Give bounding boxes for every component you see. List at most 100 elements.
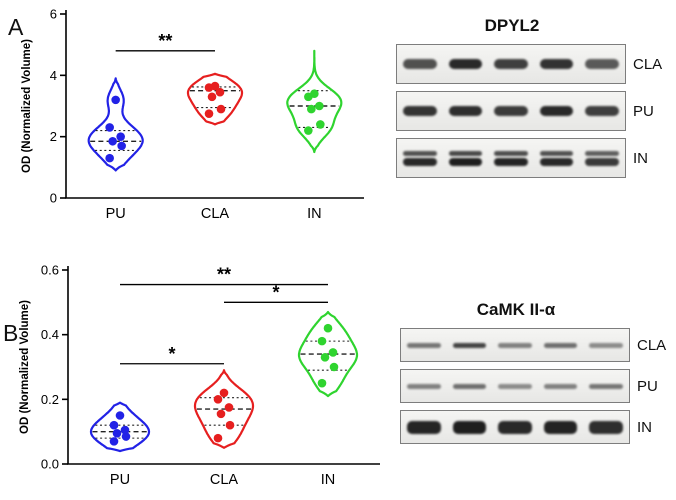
blot-lane <box>443 59 489 69</box>
violin-outline-PU <box>89 401 151 453</box>
data-point <box>328 348 338 357</box>
category-label: CLA <box>210 472 239 488</box>
data-point <box>216 104 226 114</box>
blot-lane <box>538 420 584 434</box>
protein-band <box>494 106 528 116</box>
blot-row-label: IN <box>633 149 648 167</box>
data-point <box>204 109 214 118</box>
y-tick-label: 2 <box>50 129 57 144</box>
blot-lane <box>534 150 580 166</box>
violin-outline-IN <box>286 49 343 154</box>
protein-band <box>539 150 574 156</box>
violin-outline-CLA <box>186 72 244 126</box>
category-label: CLA <box>201 206 230 222</box>
blot-lane <box>447 420 493 434</box>
data-point <box>315 101 324 111</box>
data-point <box>304 126 313 135</box>
data-point <box>213 433 223 443</box>
y-tick-label: 0.0 <box>41 457 59 472</box>
sig-label: * <box>272 282 279 302</box>
blot-lane <box>583 383 629 389</box>
protein-band <box>406 342 441 348</box>
blot-row-CLA: CLA <box>396 44 662 84</box>
data-point <box>213 395 223 404</box>
y-tick-label: 4 <box>50 68 57 83</box>
data-point <box>117 141 126 151</box>
y-axis-title: OD (Normalized Volume) <box>19 300 31 434</box>
blot-lane <box>401 420 447 434</box>
protein-band <box>406 383 441 389</box>
violin-outline-CLA <box>193 369 255 449</box>
data-point <box>120 425 130 435</box>
blot-lane-strip <box>396 138 626 178</box>
data-point <box>105 153 114 163</box>
blot-lane <box>538 342 584 348</box>
data-point <box>121 432 131 441</box>
protein-band <box>585 157 620 166</box>
blot-row-PU: PU <box>396 91 662 131</box>
data-point <box>216 409 226 419</box>
blot-row-IN: IN <box>400 410 666 444</box>
blot-row-label: PU <box>633 102 654 120</box>
protein-band <box>452 383 487 389</box>
blot-lane <box>579 150 625 166</box>
y-tick-label: 0.4 <box>41 327 59 342</box>
violin-outline-PU <box>87 77 144 172</box>
sig-label: * <box>168 344 175 364</box>
blot-lane <box>534 106 580 116</box>
protein-band <box>543 383 578 389</box>
panel-a-blot-rows: CLA PU IN <box>396 44 662 178</box>
data-point <box>224 403 234 412</box>
protein-band <box>589 342 624 348</box>
y-tick-label: 0 <box>50 191 57 206</box>
blot-lane-strip <box>396 91 626 131</box>
blot-lane <box>447 342 493 348</box>
blot-lane <box>401 342 447 348</box>
data-point <box>329 362 339 372</box>
data-point <box>307 104 316 114</box>
y-tick-label: 6 <box>50 7 57 22</box>
blot-lane <box>492 420 538 434</box>
blot-lane <box>401 383 447 389</box>
sig-label: ** <box>158 31 172 51</box>
blot-row-label: PU <box>637 377 658 395</box>
data-point <box>317 336 327 346</box>
protein-band <box>585 106 620 116</box>
protein-band <box>448 150 483 156</box>
panel-a-blot-title: DPYL2 <box>484 16 540 35</box>
blot-lane-strip <box>400 328 630 362</box>
blot-lane <box>397 106 443 116</box>
protein-band <box>494 59 528 69</box>
data-point <box>320 353 330 362</box>
data-point <box>109 420 119 430</box>
category-label: PU <box>106 206 126 222</box>
data-point <box>116 132 125 141</box>
blot-lane <box>488 59 534 69</box>
blot-row-IN: IN <box>396 138 662 178</box>
blot-lane <box>488 150 534 166</box>
blot-lane <box>492 342 538 348</box>
protein-band <box>402 106 437 116</box>
data-point <box>215 87 225 97</box>
panel-b-blot-title: CaMK II-α <box>476 300 556 319</box>
blot-row-label: IN <box>637 418 652 436</box>
data-point <box>204 83 214 92</box>
blot-lane <box>447 383 493 389</box>
data-point <box>108 136 117 146</box>
data-point <box>316 120 325 129</box>
blot-lane <box>534 59 580 69</box>
blot-lane <box>583 420 629 434</box>
protein-band <box>448 106 483 116</box>
blot-lane-strip <box>400 369 630 403</box>
blot-lane <box>579 106 625 116</box>
protein-band <box>543 342 578 348</box>
data-point <box>304 92 313 102</box>
protein-band <box>494 157 528 166</box>
y-tick-label: 0.6 <box>41 263 59 278</box>
protein-band <box>452 342 487 348</box>
protein-band <box>448 157 483 166</box>
